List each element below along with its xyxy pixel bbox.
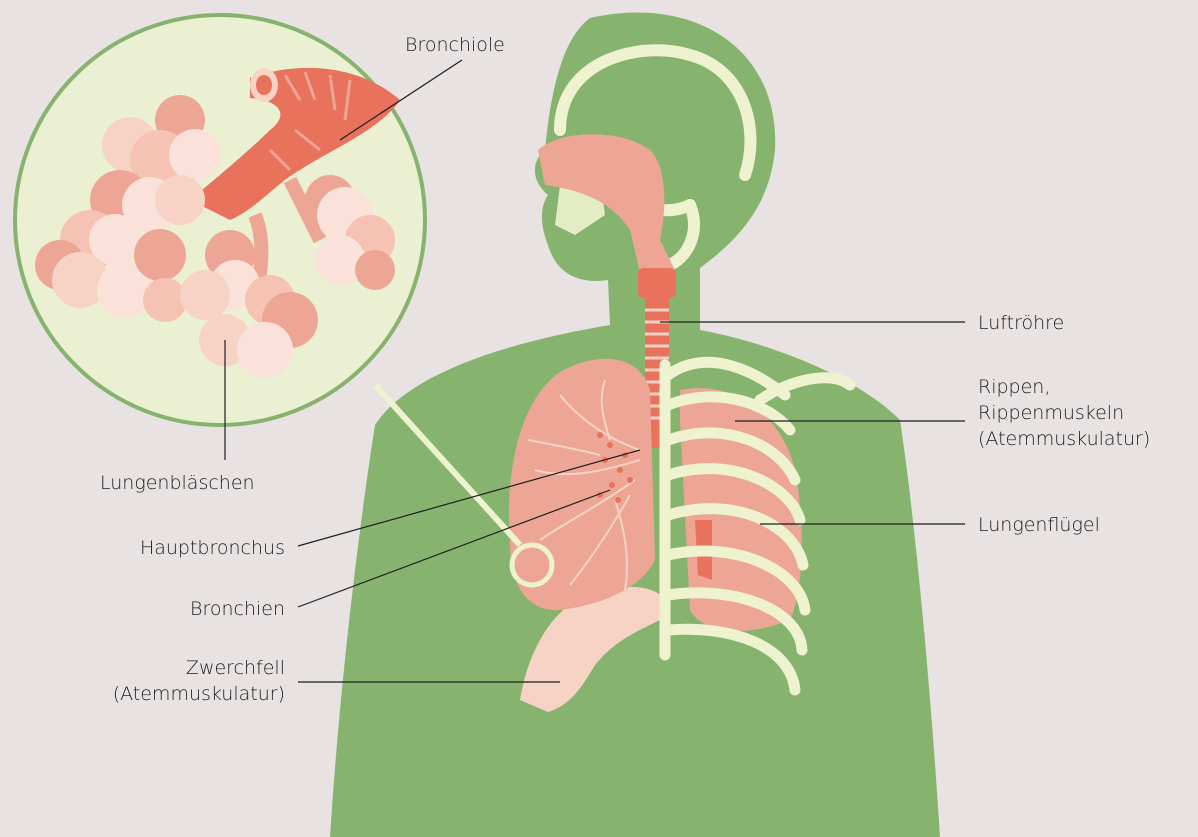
label-zwerchfell: Zwerchfell (Atemmuskulatur) <box>60 655 285 707</box>
label-rippen-line3: (Atemmuskulatur) <box>978 426 1150 452</box>
label-rippen: Rippen, Rippenmuskeln (Atemmuskulatur) <box>978 374 1150 452</box>
label-lungenblaeschen: Lungenbläschen <box>100 470 255 496</box>
label-bronchien: Bronchien <box>90 596 285 622</box>
label-rippen-line1: Rippen, <box>978 374 1150 400</box>
label-bronchiole: Bronchiole <box>405 32 505 58</box>
label-zwerchfell-line2: (Atemmuskulatur) <box>60 681 285 707</box>
label-zwerchfell-line1: Zwerchfell <box>60 655 285 681</box>
label-lungenfluegel: Lungenflügel <box>978 512 1100 538</box>
label-luftroehre: Luftröhre <box>978 310 1064 336</box>
label-rippen-line2: Rippenmuskeln <box>978 400 1150 426</box>
label-hauptbronchus: Hauptbronchus <box>90 535 285 561</box>
